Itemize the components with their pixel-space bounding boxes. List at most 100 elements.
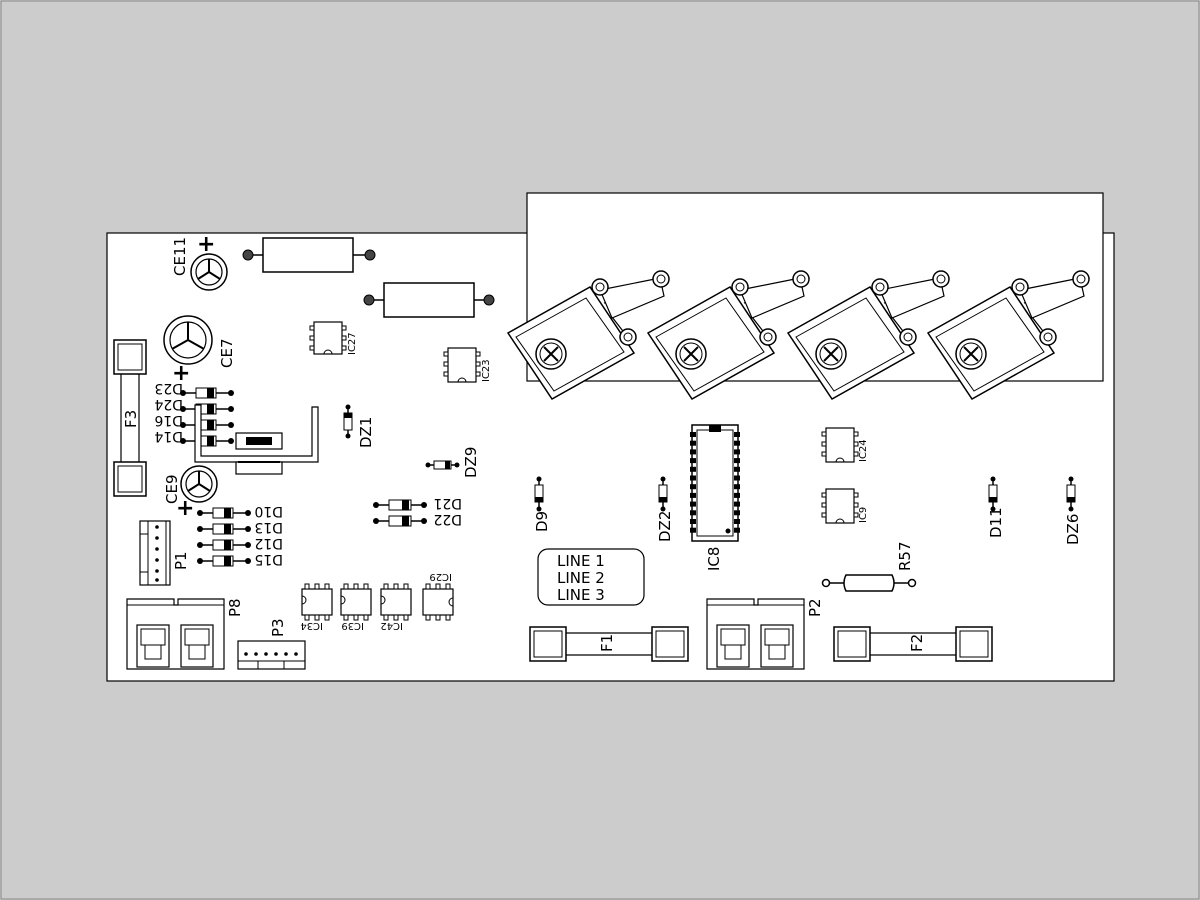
ic8-pin — [734, 475, 740, 481]
fuse-f3 — [113, 339, 147, 497]
to220-transistor — [646, 270, 810, 400]
diode-d14 — [180, 435, 234, 447]
fuse-f1 — [529, 626, 689, 662]
power-resistor-top-1 — [242, 237, 376, 273]
to220-transistor — [506, 270, 670, 400]
ic8-pin — [734, 432, 740, 437]
ic8-pin — [690, 492, 696, 498]
connector-p8 — [126, 598, 225, 670]
ic-ic24 — [821, 427, 859, 463]
ic8-pin — [690, 466, 696, 472]
diode-d11 — [988, 476, 998, 512]
ic8-pin — [690, 440, 696, 446]
diode-d12 — [197, 539, 251, 551]
diode-d15 — [197, 555, 251, 567]
label-dz1: DZ1 — [357, 417, 375, 448]
to220-transistor — [926, 270, 1090, 400]
ic8-pin — [690, 475, 696, 481]
ic8-pin — [734, 458, 740, 464]
ic8-pin — [734, 519, 740, 524]
connector-p2 — [706, 598, 805, 670]
power-resistor-top-2 — [363, 282, 495, 318]
ic-ic29 — [422, 583, 454, 621]
diode-d13 — [197, 523, 251, 535]
ic8-pin — [690, 510, 696, 516]
label-ic39: IC39 — [341, 620, 364, 631]
label-ic34: IC34 — [300, 620, 323, 631]
plus-sign-ce7: + — [172, 361, 190, 386]
label-ic29: IC29 — [429, 571, 452, 582]
ic8-pin — [734, 449, 740, 455]
label-d10: D10 — [254, 503, 283, 519]
label-f2: F2 — [908, 634, 926, 652]
line-1-label: LINE 1 — [557, 552, 605, 570]
label-ic27: IC27 — [347, 332, 358, 355]
label-dz9: DZ9 — [462, 447, 480, 478]
label-ce7: CE7 — [218, 339, 236, 369]
label-d16: D16 — [154, 412, 183, 428]
zener-dz2 — [658, 476, 668, 512]
label-ic8: IC8 — [705, 547, 723, 571]
label-f3: F3 — [122, 410, 140, 428]
plus-sign-ce11: + — [197, 232, 215, 257]
ic8-pin — [690, 432, 696, 437]
zener-dz9 — [425, 460, 460, 470]
zener-dz6 — [1066, 476, 1076, 512]
label-d24: D24 — [154, 396, 183, 412]
label-p8: P8 — [226, 598, 244, 617]
to220-transistor — [786, 270, 950, 400]
diode-d10 — [197, 507, 251, 519]
ic8-pin — [734, 440, 740, 446]
label-d23: D23 — [154, 380, 183, 396]
zener-dz1 — [343, 404, 353, 439]
connector-p3 — [237, 640, 306, 670]
label-f1: F1 — [598, 634, 616, 652]
voltage-regulator-bent — [194, 404, 319, 475]
ic8-pin — [734, 492, 740, 498]
label-d12: D12 — [254, 535, 283, 551]
label-d9: D9 — [533, 511, 551, 532]
ic8-pin — [734, 484, 740, 490]
resistor-r57 — [821, 574, 917, 592]
line-3-label: LINE 3 — [557, 586, 605, 604]
label-p2: P2 — [806, 598, 824, 617]
ic8-pin — [690, 519, 696, 524]
label-d21: D21 — [433, 495, 462, 511]
fuse-f2 — [833, 626, 993, 662]
ic-ic42 — [380, 583, 412, 621]
label-dz2: DZ2 — [656, 511, 674, 542]
capacitor-ce9 — [180, 465, 218, 503]
diode-d21 — [373, 499, 427, 511]
ic-ic23 — [443, 347, 481, 383]
label-ic9: IC9 — [858, 507, 869, 523]
label-ic23: IC23 — [481, 359, 492, 382]
connector-p1 — [139, 520, 171, 586]
ic8-pin — [690, 501, 696, 507]
line-2-label: LINE 2 — [557, 569, 605, 587]
label-p3: P3 — [269, 618, 287, 637]
ic8-pin — [690, 527, 696, 533]
ic-ic39 — [340, 583, 372, 621]
ic8-pin — [734, 527, 740, 533]
label-d14: D14 — [154, 428, 183, 444]
ic8-pin — [690, 484, 696, 490]
label-d22: D22 — [433, 511, 462, 527]
line-label-box — [537, 548, 645, 606]
ic8-pins — [690, 432, 740, 533]
ic8-pin — [734, 510, 740, 516]
label-d13: D13 — [254, 519, 283, 535]
label-r57: R57 — [896, 541, 914, 571]
ic-ic8 — [691, 424, 739, 542]
label-dz6: DZ6 — [1064, 514, 1082, 545]
label-ic24: IC24 — [858, 439, 869, 462]
diode-d22 — [373, 515, 427, 527]
ic8-pin — [734, 466, 740, 472]
label-ce9: CE9 — [163, 475, 181, 505]
label-d15: D15 — [254, 551, 283, 567]
ic8-pin — [734, 501, 740, 507]
ic-ic27 — [309, 321, 347, 355]
diode-d23 — [180, 387, 234, 399]
label-ic42: IC42 — [380, 620, 403, 631]
capacitor-ce11 — [190, 253, 228, 291]
